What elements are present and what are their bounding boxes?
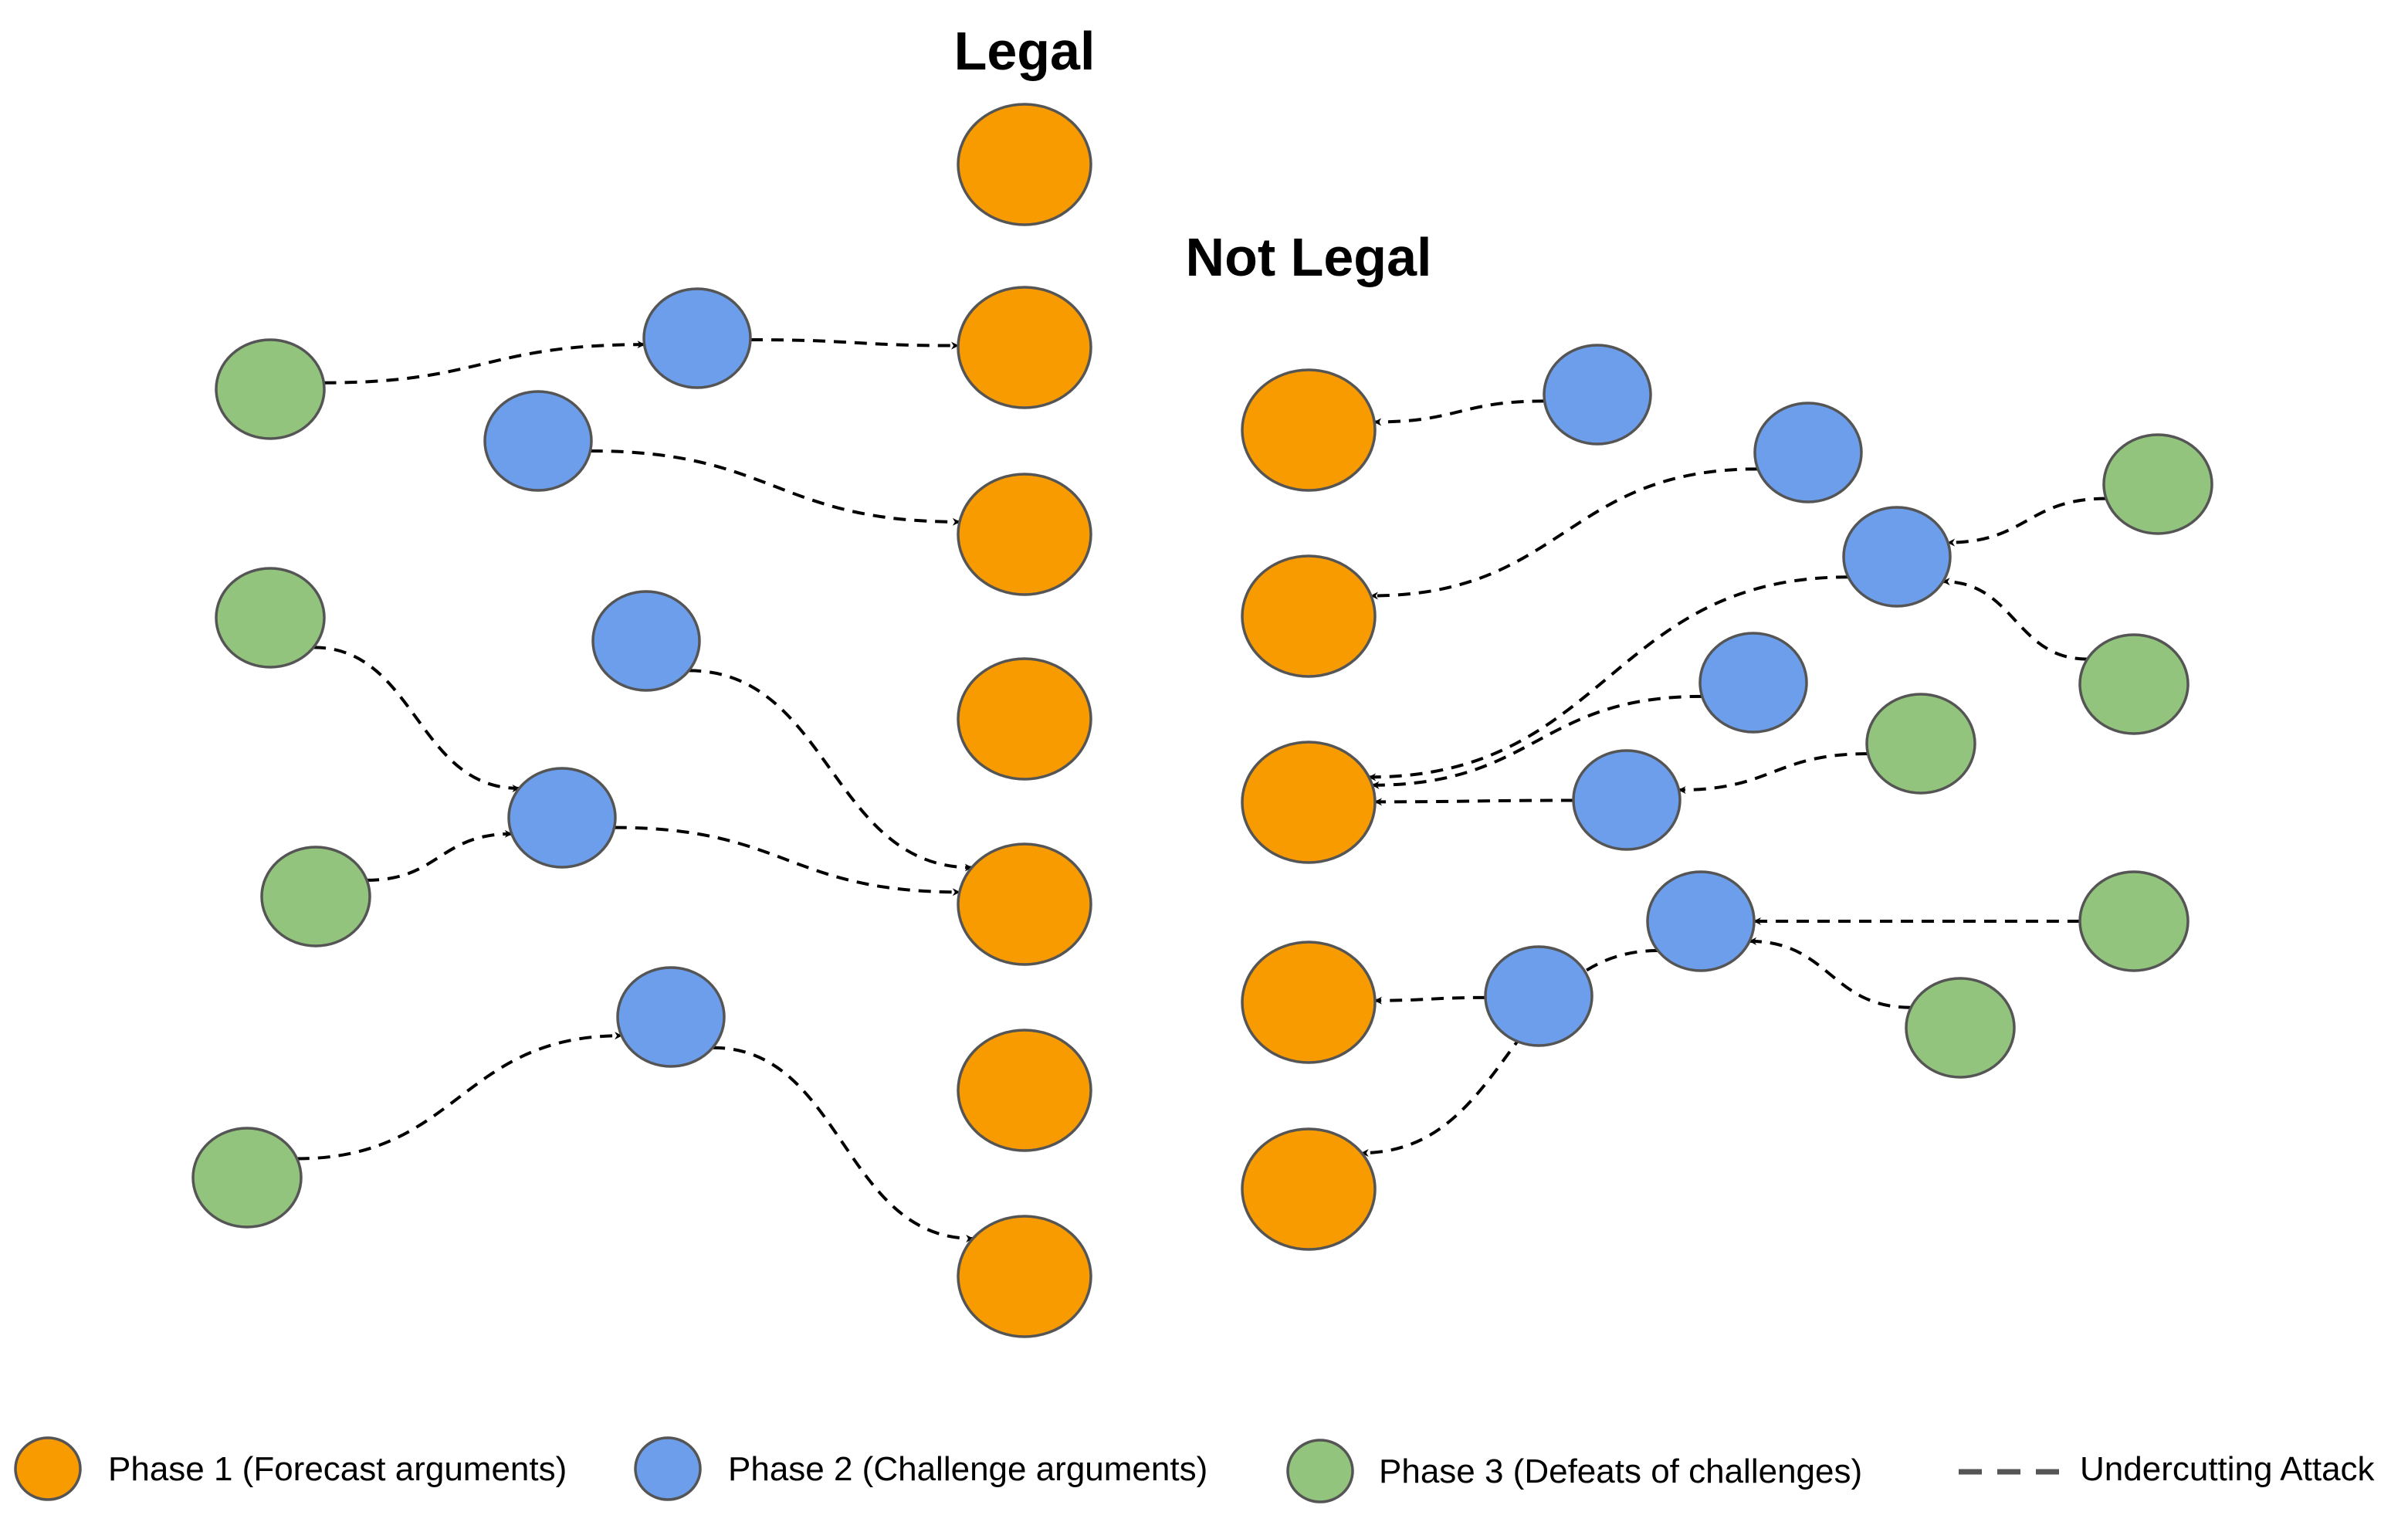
legend-swatch-phase3 — [1286, 1439, 1354, 1503]
node-phase3-G3 — [260, 846, 371, 947]
legend-swatch-phase1 — [14, 1436, 82, 1501]
node-phase1-L7 — [957, 1215, 1092, 1338]
legend-label-phase2: Phase 2 (Challenge arguments) — [728, 1450, 1207, 1488]
node-phase2-B7 — [1753, 402, 1863, 503]
node-phase1-L5 — [957, 842, 1092, 966]
legend-label-phase1: Phase 1 (Forecast arguments) — [108, 1450, 567, 1488]
node-phase2-B5 — [616, 966, 726, 1068]
not-legal-heading: Not Legal — [1186, 227, 1432, 287]
legal-heading: Legal — [954, 21, 1096, 81]
edge-B5-to-L7 — [713, 1046, 974, 1242]
edge-G5-to-B8 — [1947, 497, 2107, 547]
node-phase2-B8 — [1842, 506, 1952, 608]
node-phase2-B2 — [483, 390, 593, 492]
edge-G4-to-B5 — [296, 1032, 623, 1161]
legend: Phase 1 (Forecast arguments) Phase 2 (Ch… — [14, 1436, 2376, 1503]
legend-item-phase1: Phase 1 (Forecast arguments) — [14, 1436, 567, 1501]
edge-B2-to-L3 — [590, 449, 960, 526]
legend-item-phase2: Phase 2 (Challenge arguments) — [634, 1436, 1207, 1501]
legend-label-undercutting-attack: Undercutting Attack — [2080, 1450, 2376, 1488]
node-phase1-L3 — [957, 473, 1092, 596]
node-phase3-G2 — [215, 567, 326, 669]
nodes — [191, 103, 2213, 1338]
edge-G1-to-B1 — [323, 341, 645, 385]
node-phase2-B9 — [1698, 632, 1808, 734]
node-phase1-L4 — [957, 657, 1092, 781]
edge-G9-to-B11 — [1749, 937, 1912, 1009]
node-phase3-G6 — [2078, 633, 2190, 735]
node-phase1-N1 — [1241, 368, 1377, 492]
node-phase2-B12 — [1484, 945, 1593, 1047]
edge-G6-to-B8 — [1942, 578, 2088, 661]
node-phase1-N5 — [1241, 1127, 1377, 1251]
node-phase2-B3 — [507, 767, 617, 869]
edges — [296, 337, 2107, 1242]
node-phase1-N3 — [1241, 741, 1377, 864]
legend-item-phase3: Phase 3 (Defeats of challenges) — [1286, 1439, 1862, 1503]
edge-B10-to-N3 — [1374, 798, 1574, 806]
node-phase3-G1 — [215, 338, 326, 440]
node-phase2-B4 — [591, 590, 701, 692]
legend-item-undercutting-attack: Undercutting Attack — [1959, 1450, 2376, 1488]
node-phase1-L1 — [957, 103, 1092, 226]
legend-swatch-phase2 — [634, 1436, 702, 1501]
edge-B11-to-N5 — [1360, 948, 1658, 1158]
node-phase1-N4 — [1241, 941, 1377, 1064]
node-phase3-G5 — [2102, 433, 2213, 535]
node-phase3-G8 — [2078, 870, 2190, 972]
node-phase2-B6 — [1543, 344, 1652, 446]
legend-label-phase3: Phase 3 (Defeats of challenges) — [1379, 1453, 1862, 1490]
edge-G2-to-B3 — [313, 646, 520, 792]
node-phase1-L6 — [957, 1029, 1092, 1152]
node-phase2-B1 — [642, 287, 752, 389]
edge-G3-to-B3 — [367, 829, 513, 882]
node-phase3-G7 — [1865, 693, 1976, 795]
edge-B8-to-N3 — [1368, 575, 1849, 781]
edge-B7-to-N2 — [1370, 467, 1758, 600]
edge-B1-to-L2 — [750, 337, 960, 350]
node-phase2-B10 — [1572, 749, 1682, 851]
node-phase3-G4 — [191, 1127, 303, 1229]
edge-B6-to-N1 — [1373, 399, 1545, 426]
edge-B9-to-N3 — [1371, 694, 1702, 789]
edge-B4-to-L5 — [689, 669, 973, 872]
edge-B12-to-N4 — [1373, 995, 1486, 1005]
node-phase3-G9 — [1905, 977, 2016, 1079]
node-phase1-L2 — [957, 286, 1092, 409]
edge-B3-to-L5 — [614, 825, 960, 897]
node-phase2-B11 — [1646, 870, 1756, 972]
edge-G7-to-B10 — [1678, 752, 1868, 795]
node-phase1-N2 — [1241, 554, 1377, 678]
